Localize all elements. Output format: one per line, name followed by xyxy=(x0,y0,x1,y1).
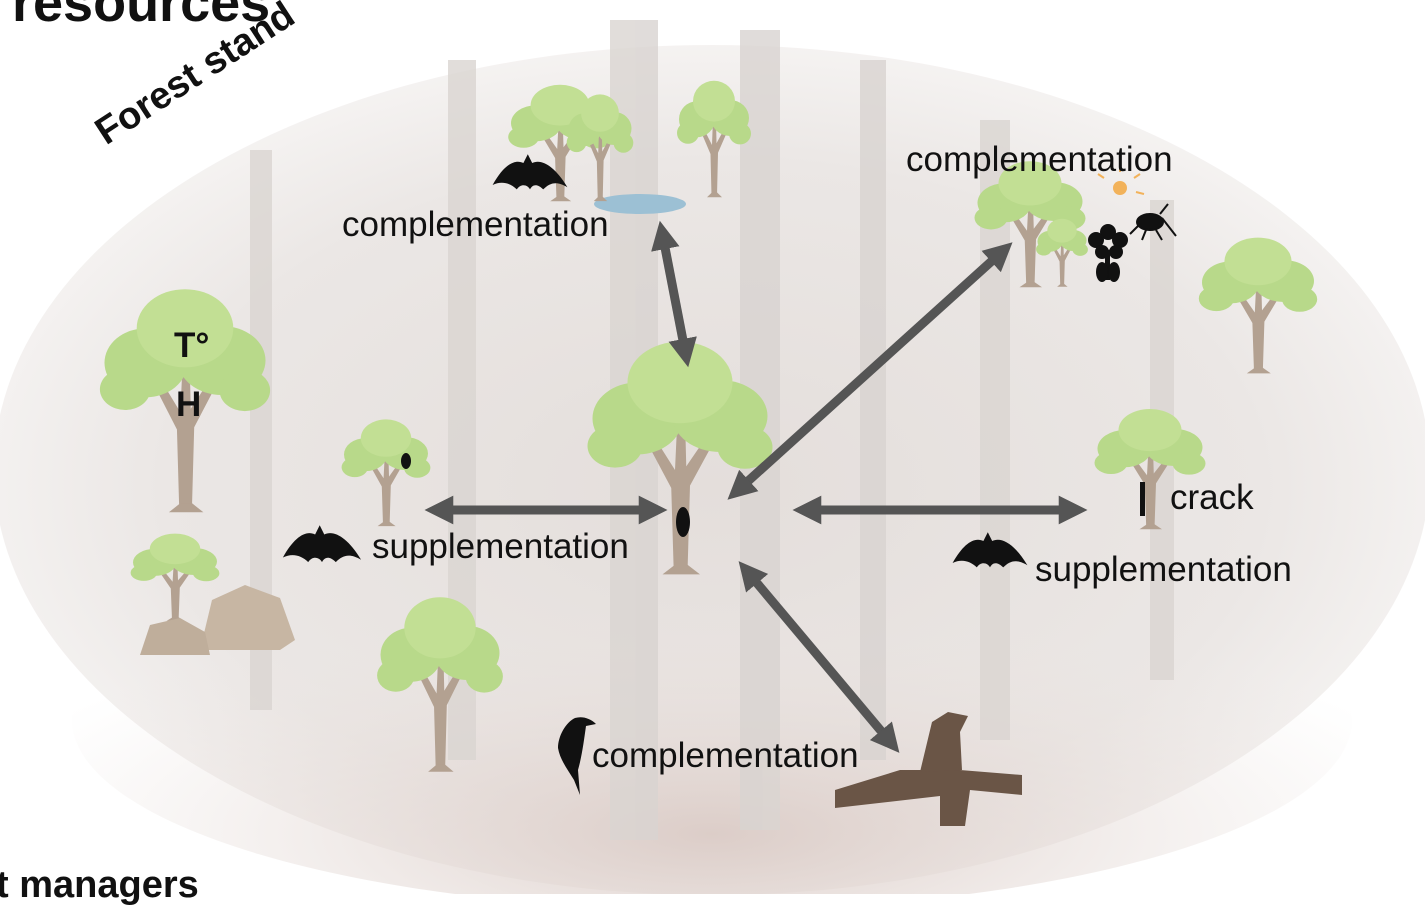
deadwood-icon xyxy=(835,712,1022,826)
deadwood-relation-label: complementation xyxy=(592,736,859,775)
temperature-label: T° xyxy=(174,326,210,365)
cavity-tree-relation-label: supplementation xyxy=(372,527,629,566)
pond-group xyxy=(492,80,751,214)
humidity-label: H xyxy=(176,385,202,424)
crack-label: crack xyxy=(1170,478,1254,517)
crack-tree-relation-label: supplementation xyxy=(1035,550,1292,589)
boulder-small xyxy=(140,618,210,655)
page-title: resources xyxy=(12,0,271,33)
forest-floor xyxy=(72,530,1352,894)
boulder-large xyxy=(200,585,295,650)
pond-water xyxy=(594,194,686,214)
sun-icon xyxy=(1113,181,1127,195)
woodpecker-icon xyxy=(558,717,596,795)
sun-rays-icon xyxy=(1097,166,1145,195)
cavity-icon-small xyxy=(401,453,411,469)
open-area-relation-label: complementation xyxy=(906,140,1173,179)
flower-icon xyxy=(1088,224,1128,282)
beetle-icon xyxy=(1129,203,1177,241)
central-cavity-icon xyxy=(676,507,690,537)
arrow-open-area xyxy=(727,242,1013,500)
open-area-group xyxy=(974,161,1177,288)
footer-title: t managers xyxy=(0,864,199,906)
arrow-pond xyxy=(651,220,697,368)
pond-relation-label: complementation xyxy=(342,205,609,244)
rock-group xyxy=(130,533,295,655)
crack-icon xyxy=(1140,482,1145,516)
relation-arrows xyxy=(424,220,1088,753)
arrow-deadwood xyxy=(738,561,900,753)
